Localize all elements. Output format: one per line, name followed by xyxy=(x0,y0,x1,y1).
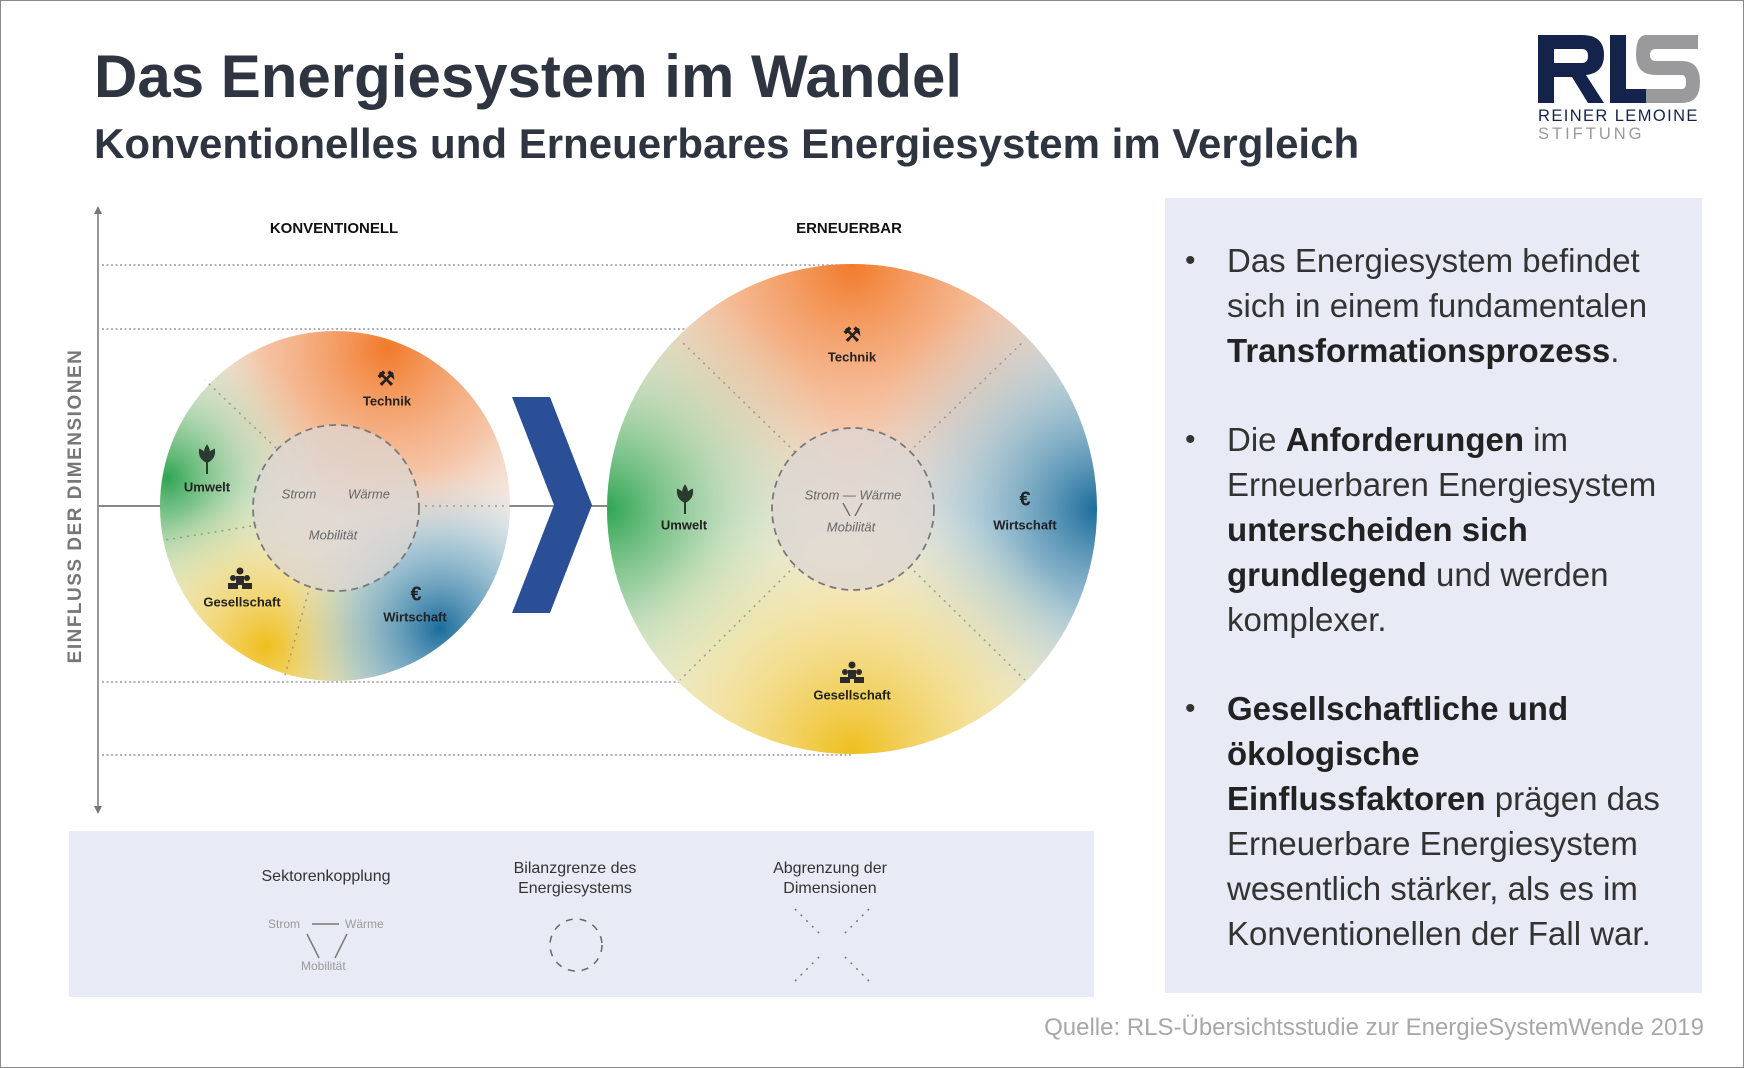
slide-title: Das Energiesystem im Wandel xyxy=(94,43,963,110)
transition-arrow xyxy=(512,397,592,613)
renewable-heading: ERNEUERBAR xyxy=(796,220,902,237)
bullet-2: •Die Anforderungen im Erneuerbaren Energ… xyxy=(1185,421,1657,638)
segment-wirtschaft: Wirtschaft xyxy=(383,609,447,625)
logo-line1: REINER LEMOINE xyxy=(1538,107,1699,125)
plant-icon xyxy=(198,444,216,474)
hammer-pick-icon: ⚒ xyxy=(843,324,861,347)
legend-abgrenzung: Abgrenzung der Dimensionen xyxy=(773,860,887,897)
segment-gesellschaft: Gesellschaft xyxy=(203,594,281,610)
logo-line2: STIFTUNG xyxy=(1538,125,1645,143)
summary-panel: •Das Energiesystem befindet sich in eine… xyxy=(1165,198,1702,993)
euro-icon: € xyxy=(410,583,422,606)
sector-coupling-icon xyxy=(306,923,348,959)
segment-gesellschaft: Gesellschaft xyxy=(813,687,891,703)
legend-box: Sektorenkopplung Bilanzgrenze des Energi… xyxy=(69,831,1094,997)
legend-waerme: Wärme xyxy=(345,917,384,931)
conventional-circle xyxy=(160,331,510,681)
plant-icon xyxy=(676,484,694,514)
legend-sektorenkopplung: Sektorenkopplung xyxy=(261,868,391,885)
euro-icon: € xyxy=(1019,488,1031,511)
inner-strom: Strom xyxy=(281,486,317,502)
source-citation: Quelle: RLS-Übersichtsstudie zur Energie… xyxy=(1044,1014,1704,1041)
diagram-graphics xyxy=(94,206,1097,814)
people-icon xyxy=(228,567,252,589)
renewable-circle xyxy=(607,264,1097,754)
legend-mobilitaet: Mobilität xyxy=(301,959,346,973)
inner-waerme: Wärme xyxy=(348,486,390,502)
legend-bilanzgrenze: Bilanzgrenze des Energiesystems xyxy=(513,860,637,897)
bullet-1: •Das Energiesystem befindet sich in eine… xyxy=(1185,242,1648,369)
dotted-x-icon xyxy=(794,908,870,982)
segment-umwelt: Umwelt xyxy=(183,479,231,495)
segment-wirtschaft: Wirtschaft xyxy=(993,517,1057,533)
dashed-circle-icon xyxy=(549,918,603,972)
segment-technik: Technik xyxy=(827,349,877,365)
slide-subtitle: Konventionelles und Erneuerbares Energie… xyxy=(94,120,1360,167)
inner-mobilitaet: Mobilität xyxy=(308,527,358,543)
bullet-3: •Gesellschaftliche und ökologische Einfl… xyxy=(1185,690,1660,952)
rls-logo: REINER LEMOINE STIFTUNG xyxy=(1538,33,1703,148)
legend-icons xyxy=(306,908,870,982)
inner-strom-waerme: Strom — Wärme xyxy=(804,487,902,503)
segment-umwelt: Umwelt xyxy=(660,517,708,533)
hammer-pick-icon: ⚒ xyxy=(377,368,395,391)
level-lines xyxy=(102,264,852,756)
axis-label: EINFLUSS DER DIMENSIONEN xyxy=(65,348,86,664)
segment-technik: Technik xyxy=(362,393,412,409)
legend-strom: Strom xyxy=(268,917,301,931)
conventional-heading: KONVENTIONELL xyxy=(269,220,399,237)
people-icon xyxy=(840,661,864,683)
inner-mobilitaet: Mobilität xyxy=(826,519,876,535)
